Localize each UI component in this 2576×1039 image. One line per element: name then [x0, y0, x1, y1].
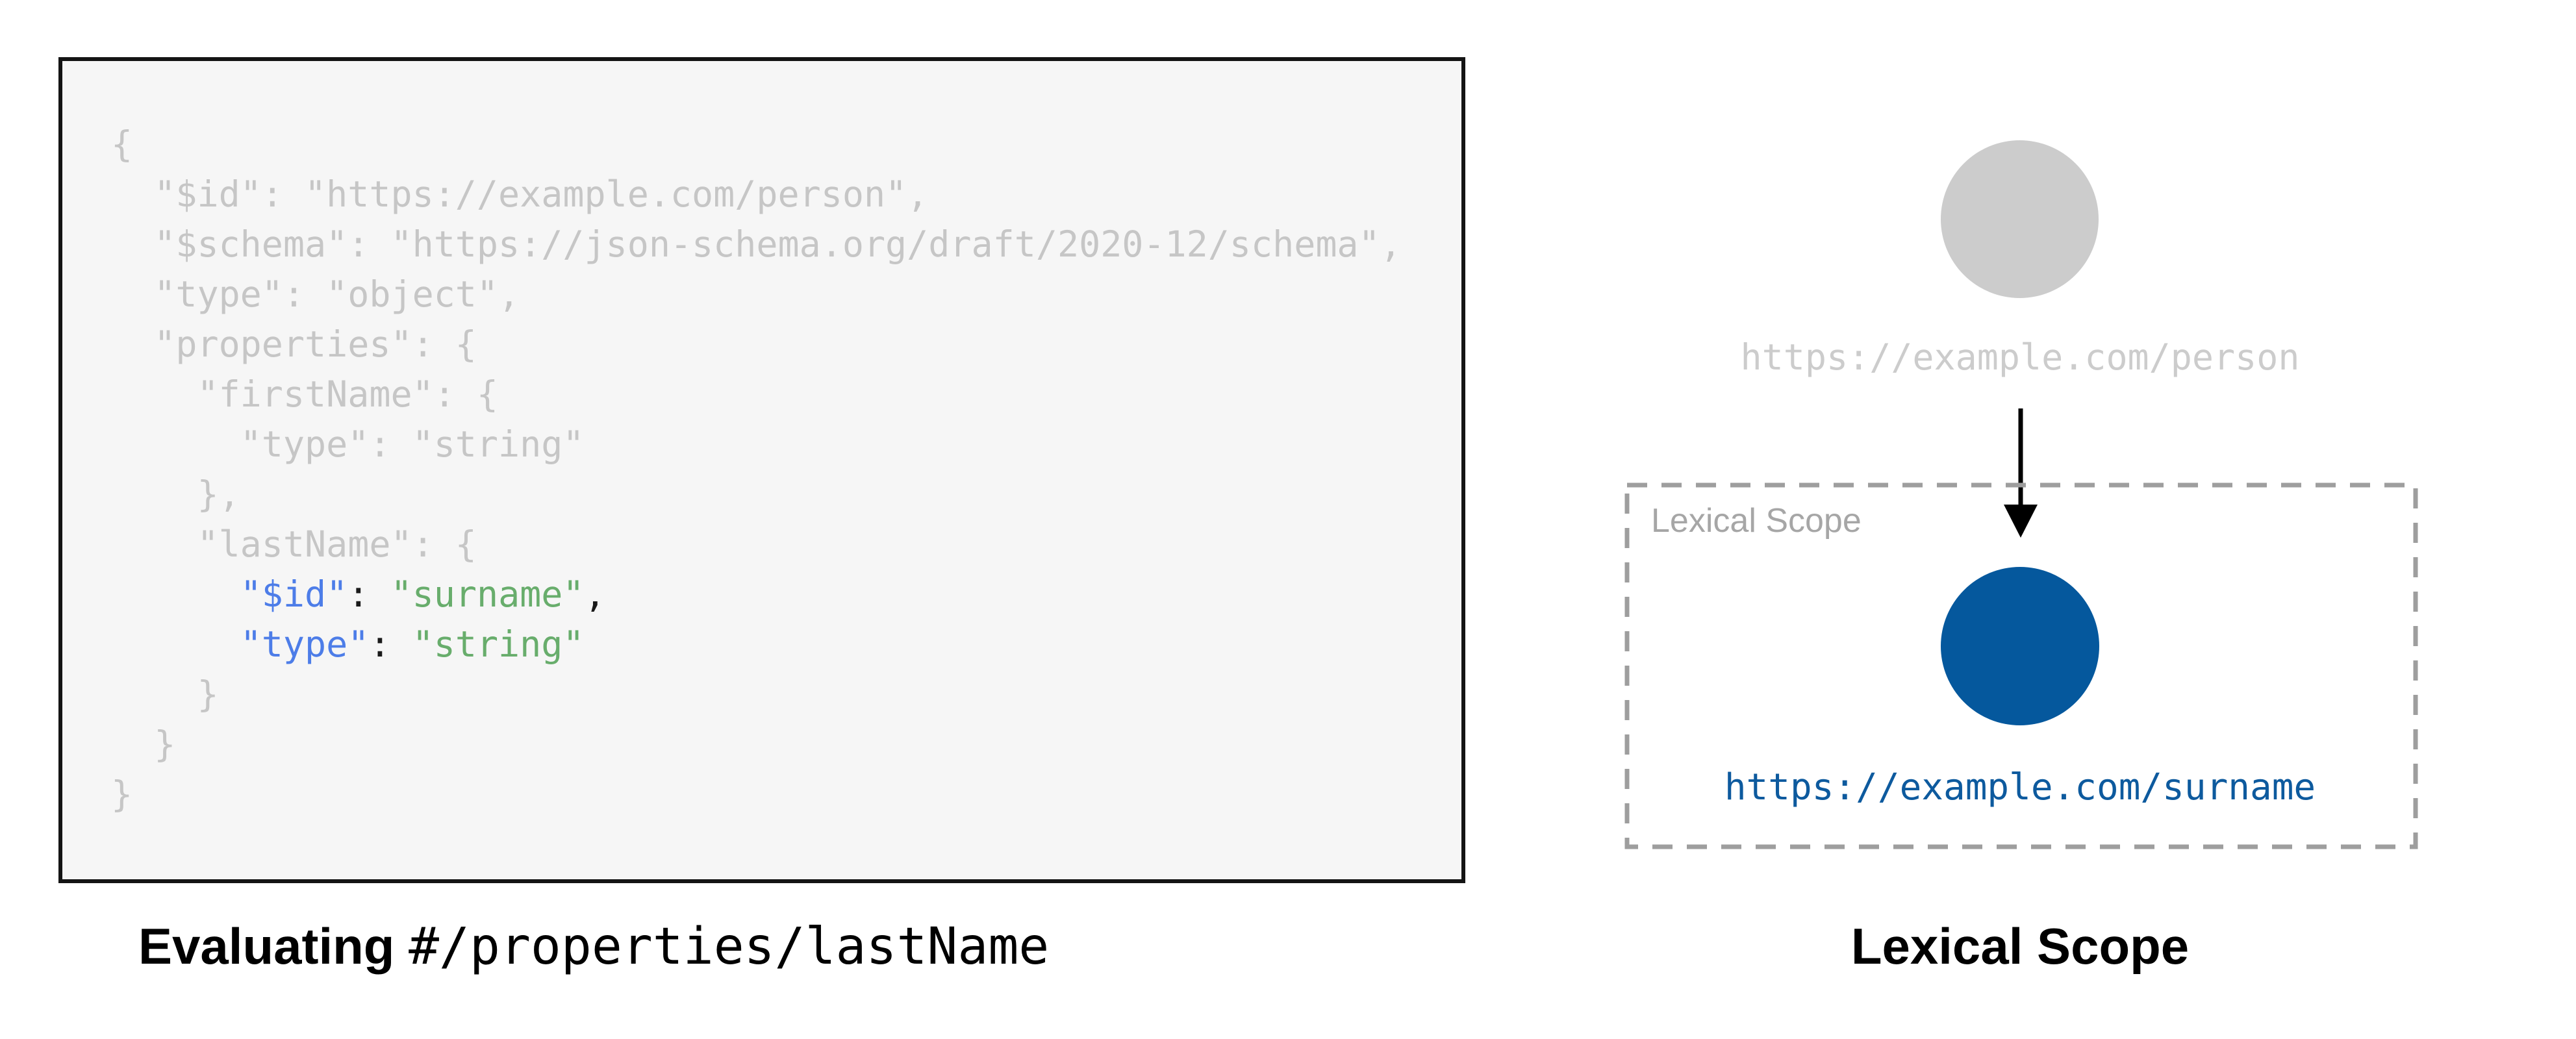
child-node-url-label: https://example.com/surname — [1724, 766, 2316, 808]
lexical-scope-caption: Lexical Scope — [1850, 918, 2190, 975]
code-token-key: "type" — [240, 623, 370, 665]
code-token-dim: "type": "string" — [111, 423, 585, 465]
evaluating-caption: Evaluating #/properties/lastName — [138, 917, 1049, 976]
code-token-str: "surname" — [390, 573, 585, 615]
code-token-dim — [111, 623, 240, 665]
code-token-dim: }, — [111, 473, 240, 515]
parent-schema-node-circle — [1941, 140, 2099, 298]
lexical-scope-dashed-box — [1624, 482, 2418, 849]
code-token-str: "string" — [412, 623, 585, 665]
code-token-dim: "$schema": "https://json-schema.org/draf… — [111, 223, 1402, 265]
code-token-dim: } — [111, 723, 176, 765]
code-token-punct: , — [584, 573, 606, 615]
code-token-punct: : — [347, 573, 391, 615]
code-line: "$schema": "https://json-schema.org/draf… — [111, 219, 1461, 269]
child-schema-node-circle — [1941, 567, 2099, 725]
code-token-punct: : — [369, 623, 412, 665]
code-line: "firstName": { — [111, 369, 1461, 419]
code-token-dim: "lastName": { — [111, 523, 477, 565]
evaluating-caption-prefix: Evaluating — [138, 918, 395, 975]
code-line: "$id": "https://example.com/person", — [111, 169, 1461, 219]
code-token-dim: "type": "object", — [111, 273, 520, 315]
code-line: } — [111, 720, 1461, 770]
code-token-dim: "properties": { — [111, 323, 477, 365]
code-token-dim: "firstName": { — [111, 373, 499, 415]
code-token-dim: } — [111, 773, 133, 815]
code-token-dim: } — [111, 673, 219, 715]
code-line: "lastName": { — [111, 520, 1461, 570]
code-line: "$id": "surname", — [111, 570, 1461, 620]
code-line: { — [111, 119, 1461, 169]
code-line: "properties": { — [111, 319, 1461, 369]
lexical-scope-box-label: Lexical Scope — [1651, 502, 1862, 540]
evaluating-caption-pointer: #/properties/lastName — [409, 918, 1050, 976]
caption-space — [394, 918, 409, 975]
code-token-key: "$id" — [240, 573, 348, 615]
schema-code-panel: { "$id": "https://example.com/person", "… — [58, 57, 1465, 883]
code-line: } — [111, 670, 1461, 720]
parent-node-url-label: https://example.com/person — [1740, 336, 2300, 378]
code-line: "type": "object", — [111, 269, 1461, 319]
code-line: } — [111, 770, 1461, 820]
code-block: { "$id": "https://example.com/person", "… — [111, 119, 1461, 820]
down-arrow-icon — [2004, 408, 2038, 538]
code-token-dim: { — [111, 123, 133, 165]
code-token-dim — [111, 573, 240, 615]
code-line: "type": "string" — [111, 419, 1461, 469]
code-line: "type": "string" — [111, 620, 1461, 670]
code-token-dim: "$id": "https://example.com/person", — [111, 173, 929, 215]
code-line: }, — [111, 469, 1461, 520]
